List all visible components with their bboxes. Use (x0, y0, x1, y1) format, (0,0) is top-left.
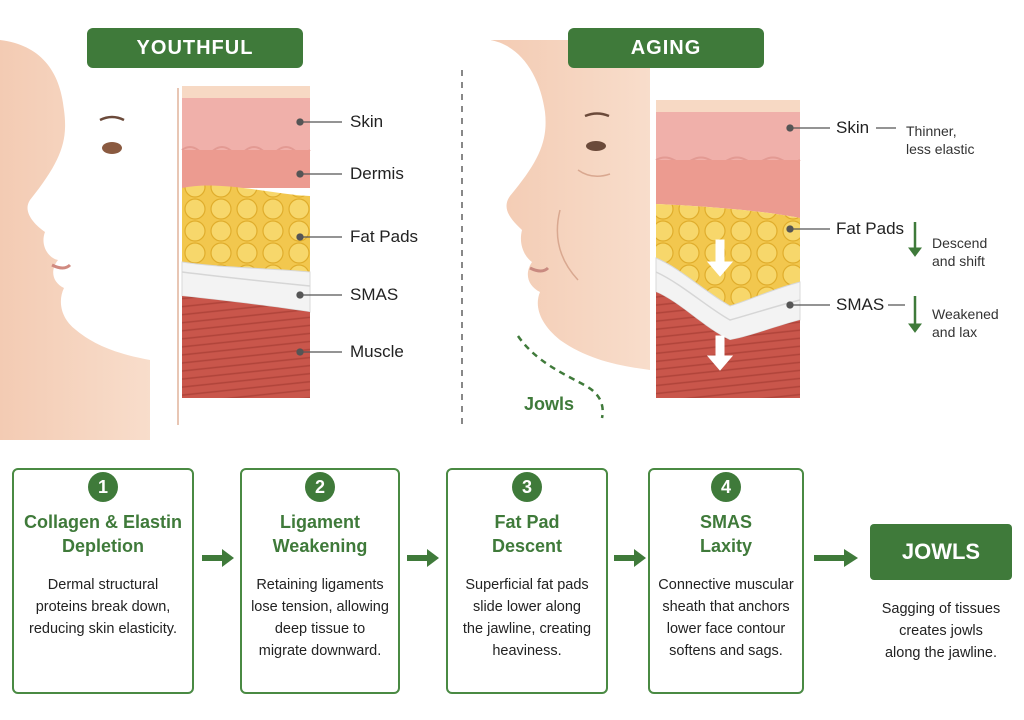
aging-lips (529, 266, 550, 273)
layer-label-dermis: Dermis (350, 164, 404, 183)
step-number-badge: 1 (88, 472, 118, 502)
youthful-eyebrow (99, 115, 125, 122)
step-number-badge: 2 (305, 472, 335, 502)
flow-arrow-icon (202, 549, 234, 567)
step-number-badge: 3 (512, 472, 542, 502)
flow-arrow-icon (407, 549, 439, 567)
layer-label-skin: Skin (350, 112, 384, 131)
aging-note-smas: Weakened and lax (932, 306, 999, 340)
youthful-lips (51, 263, 72, 270)
layer-label-smas: SMAS (350, 285, 399, 304)
jowls-annotation: Jowls (524, 394, 575, 414)
comparison-illustration (0, 40, 922, 440)
step-number-badge: 4 (711, 472, 741, 502)
aging-label-fat-pads: Fat Pads (836, 219, 905, 238)
aging-label-smas: SMAS (836, 295, 885, 314)
aging-banner: AGING (568, 28, 764, 68)
youthful-banner: YOUTHFUL (87, 28, 303, 68)
aging-eyebrow (584, 112, 610, 118)
aging-tissue-layers (655, 100, 801, 398)
jowls-result-description: Sagging of tissues creates jowls along t… (881, 601, 1001, 661)
aging-label-skin: Skin (836, 118, 870, 137)
jowls-dashed-line (516, 335, 604, 419)
flow-arrow-icon (614, 549, 646, 567)
aging-note-fat-pads: Descend and shift (932, 235, 988, 269)
youthful-tissue-layers (181, 86, 311, 398)
aging-eye (586, 141, 606, 151)
youthful-eye (102, 142, 122, 154)
layer-label-fat-pads: Fat Pads (350, 227, 419, 246)
aging-note-skin: Thinner, less elastic (906, 123, 975, 157)
flow-arrow-icon (814, 549, 858, 567)
layer-label-muscle: Muscle (350, 342, 404, 361)
youthful-profile-edge (0, 40, 150, 360)
jowls-result-box: JOWLS (870, 524, 1012, 580)
